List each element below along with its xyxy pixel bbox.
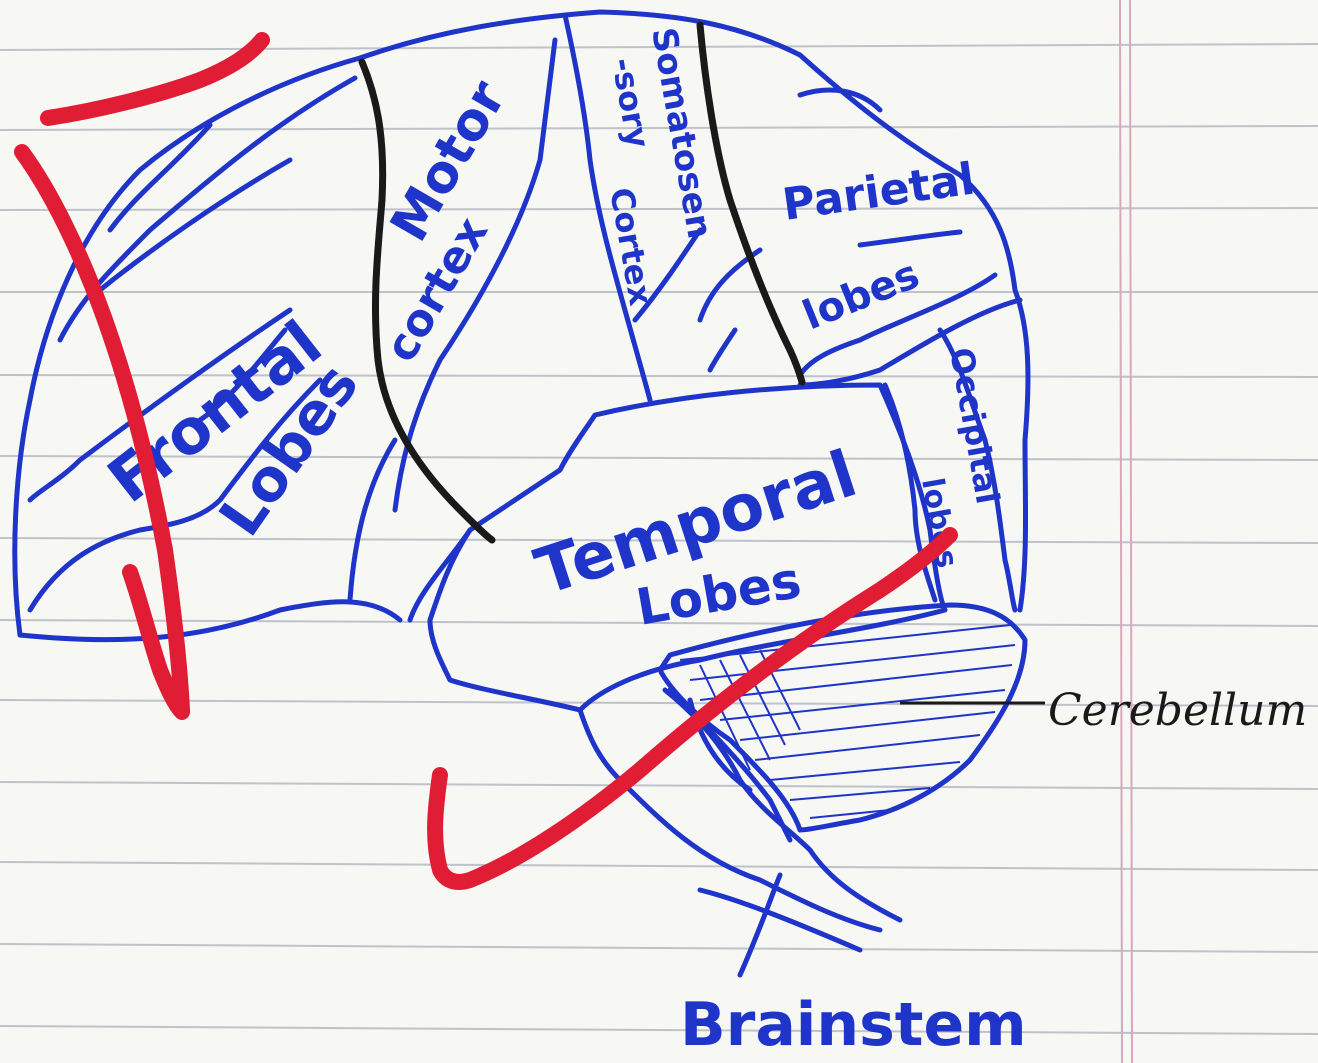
- somatosensory-label-line3: Cortex: [602, 185, 660, 309]
- somatosensory-label-line2: -sory: [604, 55, 657, 151]
- parietal-lobe-label-line1: Parietal: [779, 154, 977, 231]
- parietal-lobe-label-line2: lobes: [797, 251, 926, 339]
- occipital-lobe-label-line1: Occipital: [942, 345, 1007, 507]
- cerebellum-hatching: [680, 625, 1015, 818]
- margin-line: [1120, 0, 1132, 1063]
- red-stroke-top: [48, 40, 262, 118]
- brainstem-label: Brainstem: [680, 990, 1027, 1060]
- cerebellum-label: Cerebellum: [1048, 685, 1307, 736]
